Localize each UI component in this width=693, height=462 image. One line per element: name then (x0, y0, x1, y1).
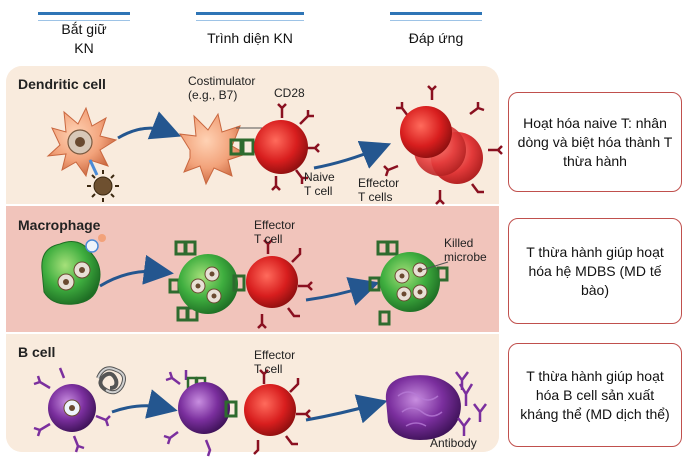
label-naive-t-cell: Naive T cell (304, 170, 335, 198)
antibody-icon (455, 371, 487, 436)
band-divider (6, 204, 499, 206)
plasma-cell (385, 375, 461, 440)
label-effector-t-cell: Effector T cell (254, 218, 295, 246)
effector-t-cell (244, 369, 311, 455)
label-effector-t-cells: Effector T cells (358, 176, 399, 204)
explanation-box-bcell: T thừa hành giúp hoạt hóa B cell sản xuấ… (508, 343, 682, 447)
effector-t-cell (246, 239, 313, 329)
label-killed-line1: Killed (444, 236, 474, 250)
label-antibody: Antibody (430, 436, 477, 450)
label-naive-line2: T cell (304, 184, 333, 198)
protein-antigen (96, 366, 126, 395)
row-title-dendritic: Dendritic cell (18, 76, 106, 92)
label-effector-line1: Effector (254, 218, 296, 232)
explanation-box-macrophage: T thừa hành giúp hoạt hóa hệ MDBS (MD tế… (508, 218, 682, 324)
arrow-capture-to-present (111, 389, 178, 419)
row-title-bcell: B cell (18, 344, 56, 360)
column-header-response: Đáp ứng (390, 12, 482, 62)
label-killed-line2: microbe (444, 250, 487, 264)
column-header-capture-line1: Bắt giữ (61, 20, 107, 37)
label-effector-line2: T cell (254, 232, 283, 246)
explanation-box-dendritic: Hoạt hóa naive T: nhân dòng và biệt hóa … (508, 92, 682, 192)
column-header-capture-line2: KN (74, 39, 94, 56)
label-costimulator: Costimulator (e.g., B7) (188, 74, 255, 102)
label-costimulator-line1: Costimulator (188, 74, 256, 88)
macrophage-capture (41, 234, 106, 305)
label-effector-line2: T cell (254, 362, 283, 376)
column-header-response-label: Đáp ứng (408, 30, 464, 46)
arrow-present-to-response (313, 140, 392, 170)
dendritic-cell-presenting (179, 112, 248, 186)
label-effector-line1: Effector (254, 348, 296, 362)
column-header-present: Trình diện KN (196, 12, 304, 62)
label-costimulator-line2: (e.g., B7) (188, 88, 238, 102)
label-effector-t-cell: Effector T cell (254, 348, 295, 376)
b-cell-capture (33, 367, 111, 453)
label-killed-microbe: Killed microbe (444, 236, 487, 264)
arrow-capture-to-present (117, 111, 182, 140)
dendritic-cell-capture (46, 106, 118, 178)
label-naive-line1: Naive (304, 170, 335, 184)
label-effector-line2: T cells (358, 190, 393, 204)
activated-macrophage (368, 240, 449, 326)
band-divider (6, 332, 499, 334)
arrow-present-to-response (305, 277, 380, 306)
macrophage-presenting (168, 240, 246, 322)
label-cd28: CD28 (274, 86, 305, 100)
effector-t-cells (383, 85, 503, 205)
column-header-present-label: Trình diện KN (207, 30, 293, 46)
microbe-antigen (87, 159, 119, 202)
b-cell-presenting (163, 370, 238, 457)
naive-t-cell (254, 103, 320, 191)
arrow-capture-to-present (99, 254, 174, 288)
label-effector-line1: Effector (358, 176, 400, 190)
row-title-macrophage: Macrophage (18, 217, 101, 233)
arrow-present-to-response (305, 394, 388, 424)
